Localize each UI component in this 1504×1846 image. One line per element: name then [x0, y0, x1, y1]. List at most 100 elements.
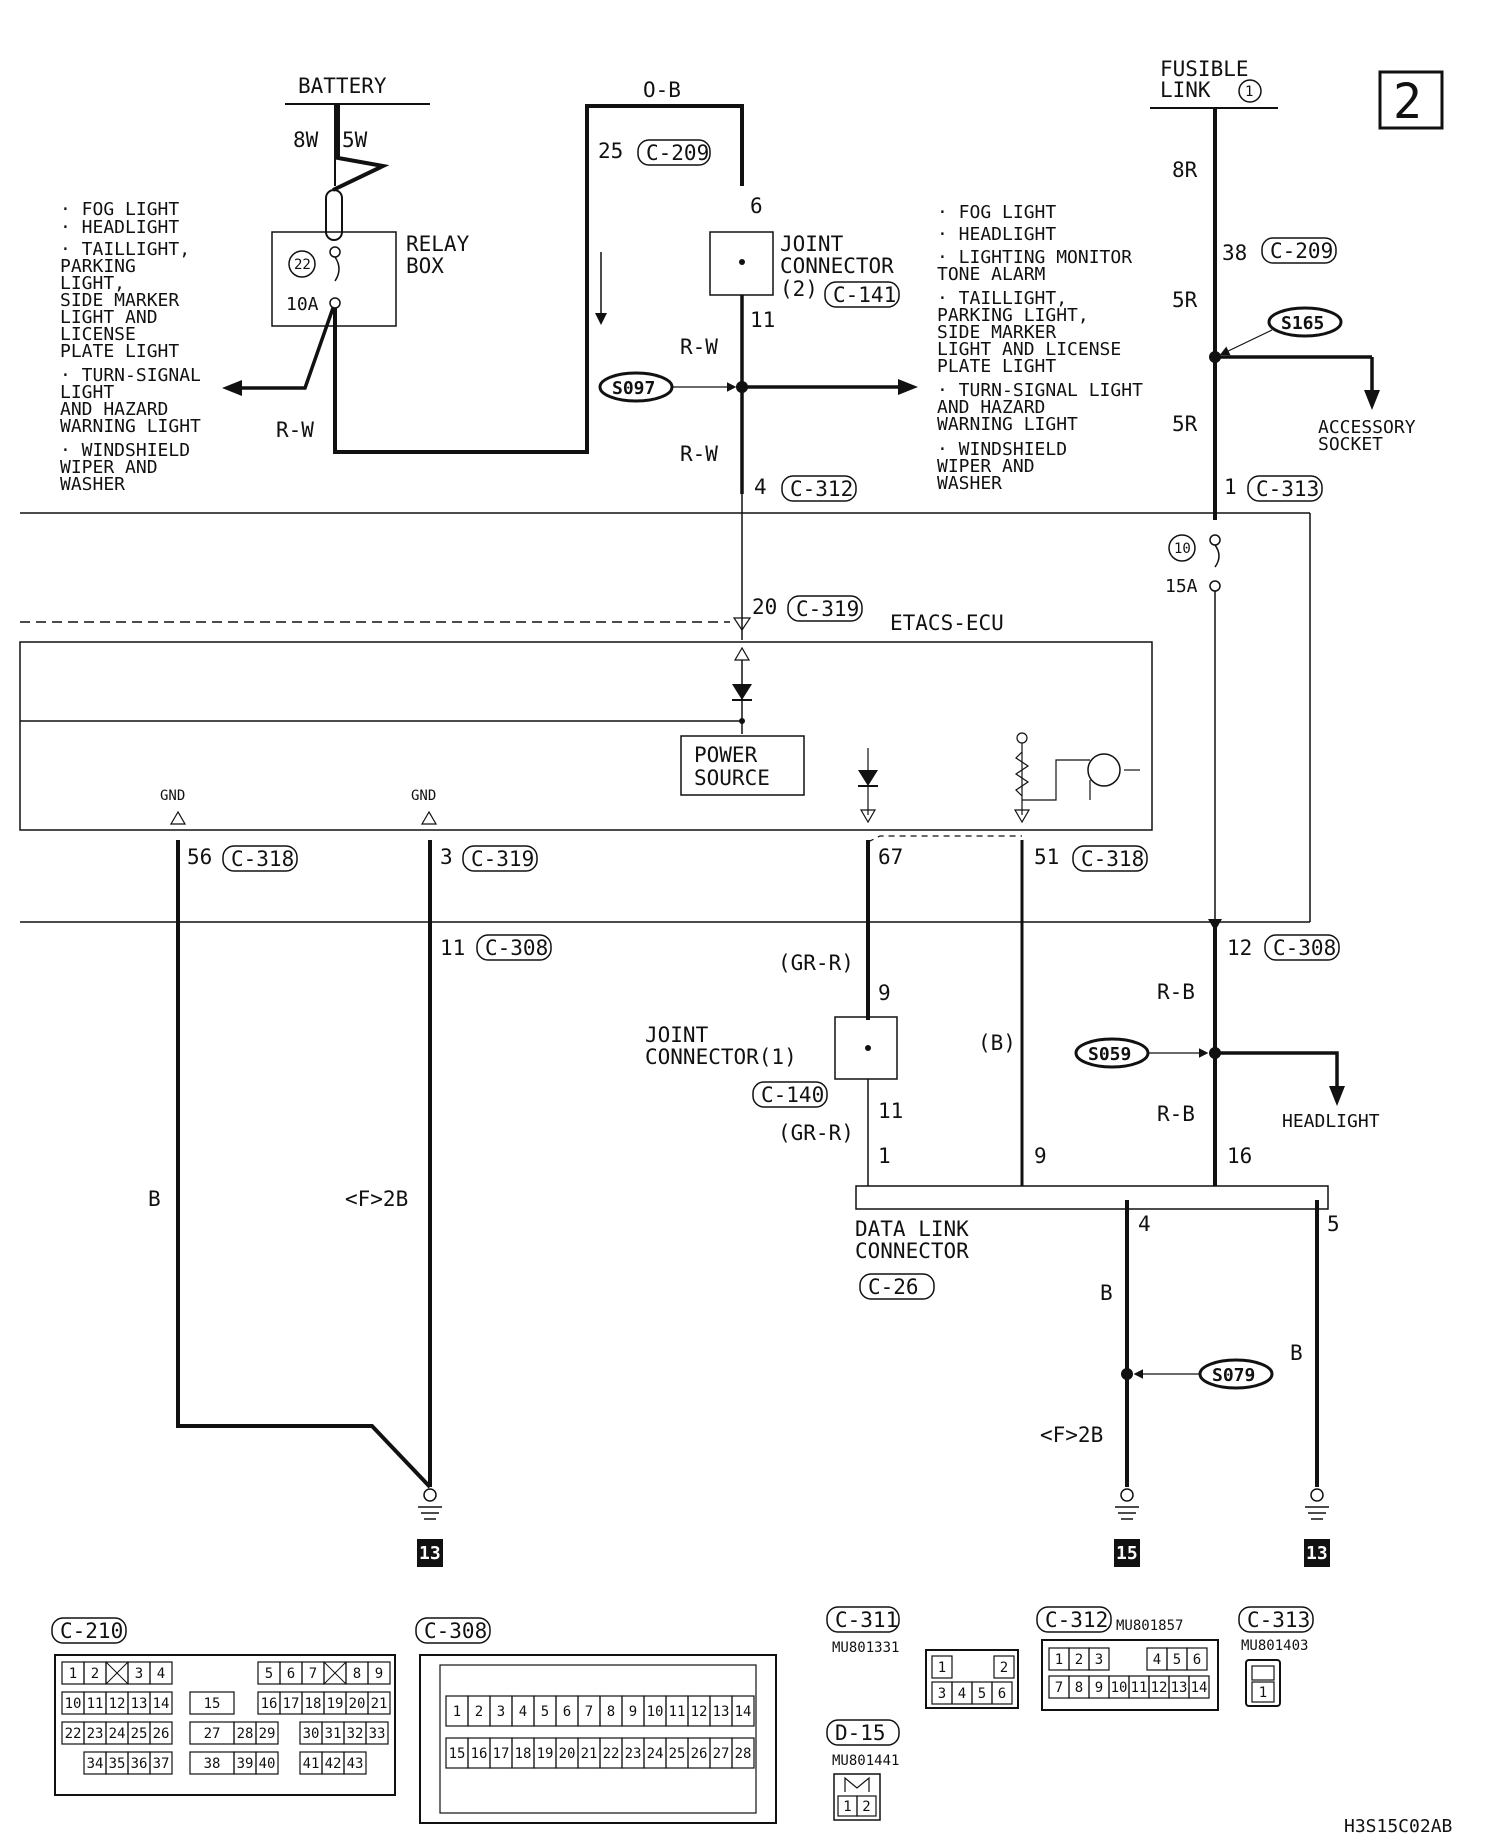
svg-text:5: 5: [978, 1686, 986, 1702]
svg-text:21: 21: [371, 1696, 388, 1712]
power-source-label-2: SOURCE: [694, 766, 770, 790]
svg-text:32: 32: [347, 1726, 364, 1742]
svg-text:7: 7: [309, 1666, 317, 1682]
c312-pin-13: 13: [1168, 1675, 1190, 1699]
left-note-16: WASHER: [60, 474, 125, 495]
pin-56-label: 56: [187, 845, 212, 869]
c210-pin-blank: [323, 1661, 347, 1685]
c312-pin-5: 5: [1166, 1647, 1188, 1671]
connector-c318-tag-b: C-318: [1072, 845, 1148, 872]
pin-67-label: 67: [878, 845, 903, 869]
accessory-socket-label-2: SOCKET: [1318, 434, 1383, 455]
d15-key-icon: [844, 1776, 870, 1792]
gnd-terminal-icon-1: [169, 810, 187, 825]
svg-text:14: 14: [1191, 1680, 1208, 1696]
svg-text:13: 13: [419, 1543, 441, 1564]
left-note-12: AND HAZARD: [60, 399, 168, 420]
svg-text:28: 28: [735, 1746, 752, 1762]
svg-text:C-313: C-313: [1256, 477, 1319, 501]
svg-text:41: 41: [303, 1756, 320, 1772]
c308-pin-2: 2: [467, 1695, 491, 1727]
fuse-10-icon: [1214, 544, 1220, 568]
c312-pin-10: 10: [1108, 1675, 1130, 1699]
c210-pin-21: 21: [367, 1691, 391, 1715]
pin-38-label: 38: [1222, 241, 1247, 265]
svg-text:19: 19: [537, 1746, 554, 1762]
svg-text:42: 42: [325, 1756, 342, 1772]
pin-3-label: 3: [440, 845, 453, 869]
svg-text:16: 16: [261, 1696, 278, 1712]
gnd-terminal-icon-2: [420, 810, 438, 825]
svg-text:36: 36: [131, 1756, 148, 1772]
svg-text:26: 26: [691, 1746, 708, 1762]
transistor-icon: [1087, 753, 1121, 787]
svg-text:30: 30: [303, 1726, 320, 1742]
c210-pin-6: 6: [279, 1661, 303, 1685]
etacs-ecu: ETACS-ECU POWER SOURCE GND GND: [19, 611, 1153, 831]
c210-pin-9: 9: [367, 1661, 391, 1685]
c210-pin-31: 31: [321, 1721, 345, 1745]
svg-text:11: 11: [87, 1696, 104, 1712]
wire-8w-label: 8W: [293, 128, 319, 152]
svg-text:25: 25: [131, 1726, 148, 1742]
fuse-22-rating: 10A: [286, 294, 319, 315]
c308-pin-11: 11: [665, 1695, 689, 1727]
connector-face-c313-label: C-313: [1247, 1608, 1310, 1632]
joint-connector-1-label-1: JOINT: [645, 1023, 709, 1047]
svg-text:12: 12: [691, 1704, 708, 1720]
svg-text:7: 7: [585, 1704, 593, 1720]
svg-text:2: 2: [1075, 1652, 1083, 1668]
pin-5-dlc-label: 5: [1327, 1212, 1340, 1236]
junction-block-outline: [20, 512, 1311, 923]
c308-pin-5: 5: [533, 1695, 557, 1727]
c308-pin-13: 13: [709, 1695, 733, 1727]
svg-text:10: 10: [65, 1696, 82, 1712]
left-notes: · FOG LIGHT · HEADLIGHT · TAILLIGHT, PAR…: [60, 199, 201, 495]
c313-cells: 1: [1251, 1681, 1275, 1703]
svg-text:2: 2: [1000, 1660, 1008, 1676]
splice-s165: S165: [1267, 306, 1343, 338]
svg-text:S165: S165: [1281, 313, 1324, 334]
pin-51-label: 51: [1034, 845, 1059, 869]
left-note-3: · TAILLIGHT,: [60, 239, 190, 260]
wire-8r-label: 8R: [1172, 158, 1198, 182]
svg-text:22: 22: [603, 1746, 620, 1762]
svg-text:39: 39: [237, 1756, 254, 1772]
c210-pin-28: 28: [233, 1721, 257, 1745]
connector-face-c312-label: C-312: [1045, 1608, 1108, 1632]
svg-text:S059: S059: [1088, 1044, 1131, 1065]
right-note-4: TONE ALARM: [937, 264, 1046, 285]
fusible-link-section: FUSIBLE LINK 1 8R 38 C-209 5R ACCESSORY …: [1150, 57, 1416, 520]
c210-pin-37: 37: [149, 1751, 173, 1775]
power-source-box: [680, 735, 805, 796]
c312-part-number: MU801857: [1116, 1618, 1183, 1634]
pin-11-upper-label: 11: [750, 308, 775, 332]
svg-text:2: 2: [862, 1799, 870, 1815]
c312-pin-11: 11: [1128, 1675, 1150, 1699]
svg-text:1: 1: [843, 1799, 851, 1815]
c308-pin-22: 22: [599, 1737, 623, 1769]
svg-text:1: 1: [1055, 1652, 1063, 1668]
c210-pin-36: 36: [127, 1751, 151, 1775]
right-note-2: · HEADLIGHT: [937, 224, 1056, 245]
svg-text:13: 13: [131, 1696, 148, 1712]
right-note-13: · WINDSHIELD: [937, 439, 1067, 460]
svg-text:24: 24: [109, 1726, 126, 1742]
right-note-15: WASHER: [937, 473, 1002, 494]
svg-text:25: 25: [669, 1746, 686, 1762]
left-note-13: WARNING LIGHT: [60, 416, 201, 437]
fuse-22-number: 22: [294, 257, 311, 273]
c210-pin-10: 10: [61, 1691, 85, 1715]
c210-pin-20: 20: [345, 1691, 369, 1715]
c308-pin-21: 21: [577, 1737, 601, 1769]
svg-text:14: 14: [735, 1704, 752, 1720]
left-note-5: LIGHT,: [60, 273, 125, 294]
c210-pin-17: 17: [279, 1691, 303, 1715]
connector-c26-tag: C-26: [859, 1273, 935, 1300]
